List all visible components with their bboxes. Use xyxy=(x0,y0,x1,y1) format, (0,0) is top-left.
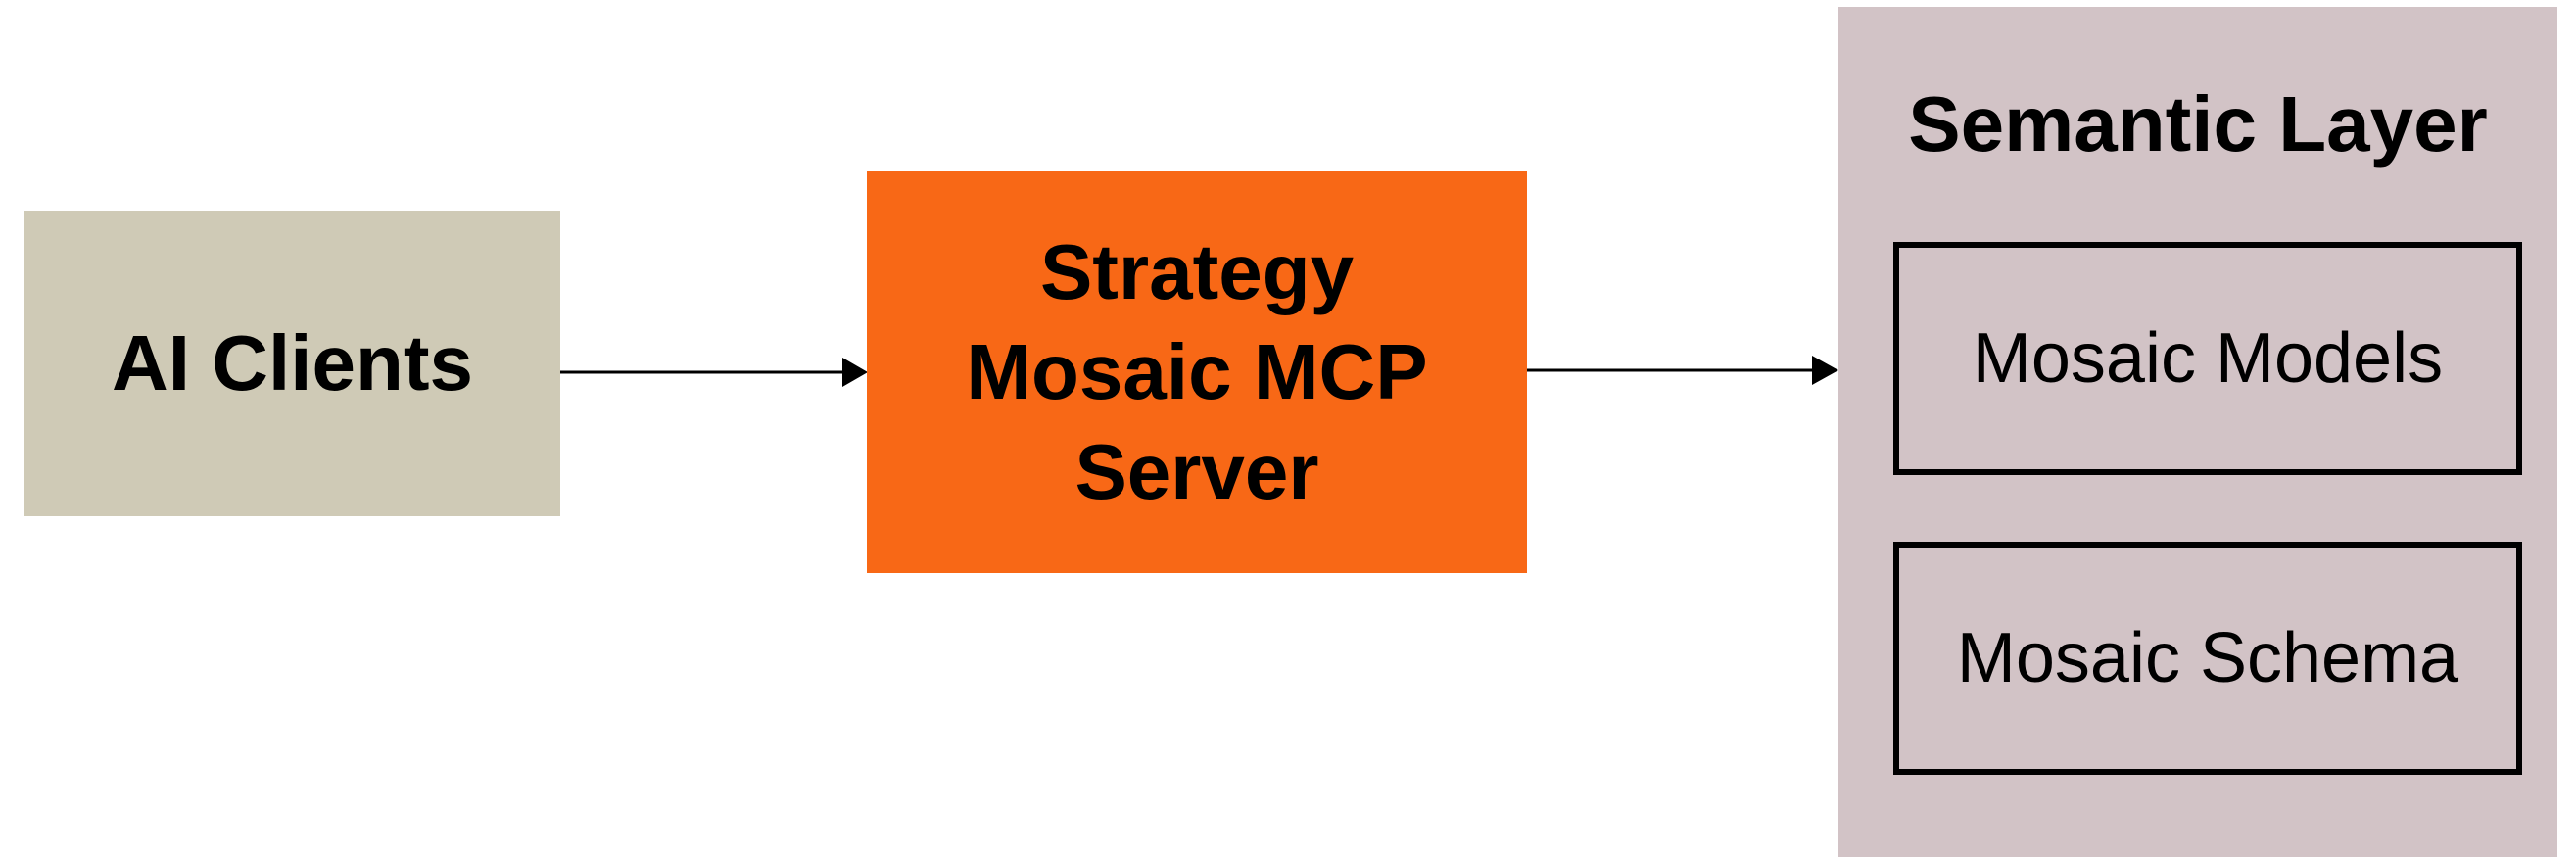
mcp-server-node: Strategy Mosaic MCP Server xyxy=(867,171,1527,573)
mcp-server-label-line-1: Strategy xyxy=(1039,228,1355,315)
semantic-layer-title: Semantic Layer xyxy=(1908,80,2488,168)
arrow-ai-clients-to-mcp-server xyxy=(560,358,868,387)
mosaic-models-label: Mosaic Models xyxy=(1972,319,2444,398)
mosaic-schema-box: Mosaic Schema xyxy=(1893,542,2522,775)
arrow-mcp-server-to-semantic-layer xyxy=(1527,356,1838,385)
semantic-layer-container: Semantic Layer Mosaic Models Mosaic Sche… xyxy=(1838,7,2557,857)
mcp-server-label-line-3: Server xyxy=(1074,428,1319,515)
ai-clients-label: AI Clients xyxy=(112,319,473,407)
mosaic-models-box: Mosaic Models xyxy=(1893,242,2522,475)
mosaic-schema-label: Mosaic Schema xyxy=(1956,619,2459,697)
ai-clients-node: AI Clients xyxy=(24,211,560,516)
mcp-server-label-line-2: Mosaic MCP xyxy=(966,328,1428,415)
